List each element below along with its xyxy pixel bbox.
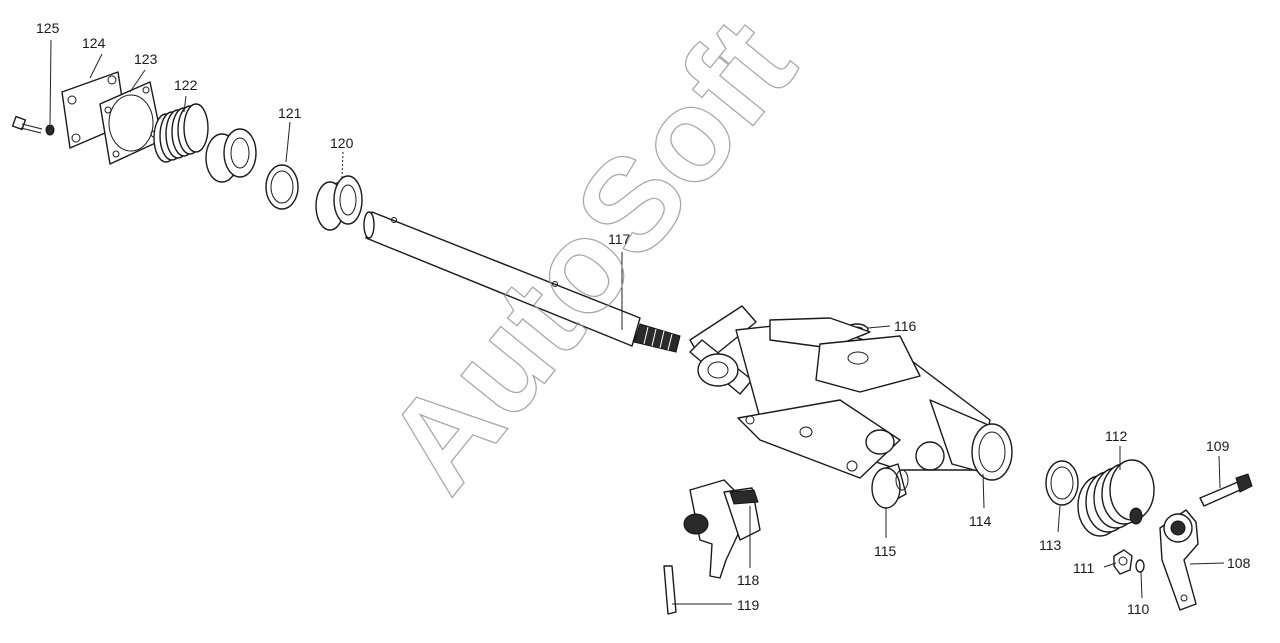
part-125-bolt (11, 115, 55, 136)
part-121-washer (265, 164, 299, 210)
callout-124: 124 (82, 35, 106, 51)
part-113-ring (1045, 460, 1079, 506)
callout-123: 123 (134, 51, 158, 67)
leader-lines (49, 39, 1225, 605)
callout-labels: 125 124 123 122 121 120 117 116 114 115 … (36, 20, 1251, 617)
part-120-bushing (315, 175, 363, 231)
part-110-washer (1135, 559, 1145, 573)
callout-109: 109 (1206, 438, 1230, 454)
steering-gear-housing (689, 305, 1013, 481)
callout-115: 115 (874, 543, 897, 559)
part-122-spring-ring (205, 128, 257, 183)
callout-110: 110 (1127, 601, 1150, 617)
callout-125: 125 (36, 20, 60, 36)
callout-118: 118 (737, 572, 760, 588)
callout-121: 121 (278, 105, 302, 121)
part-115-plug (871, 463, 909, 509)
callout-116: 116 (894, 318, 917, 334)
callout-120: 120 (330, 135, 354, 151)
part-118-lever (683, 479, 761, 579)
part-117-shaft (363, 211, 681, 353)
part-122-spring (153, 103, 209, 163)
callout-108: 108 (1227, 555, 1251, 571)
part-111-nut (1113, 549, 1133, 575)
callout-122: 122 (174, 77, 198, 93)
callout-114: 114 (969, 513, 992, 529)
part-119-pin (663, 565, 677, 615)
callout-112: 112 (1105, 428, 1128, 444)
part-112-disc-stack (1077, 459, 1155, 537)
part-109-bolt (1199, 473, 1253, 507)
callout-117: 117 (608, 231, 631, 247)
part-108-pitman-arm (1159, 509, 1199, 611)
callout-119: 119 (737, 597, 760, 613)
callout-111: 111 (1073, 560, 1094, 576)
callout-113: 113 (1039, 537, 1062, 553)
